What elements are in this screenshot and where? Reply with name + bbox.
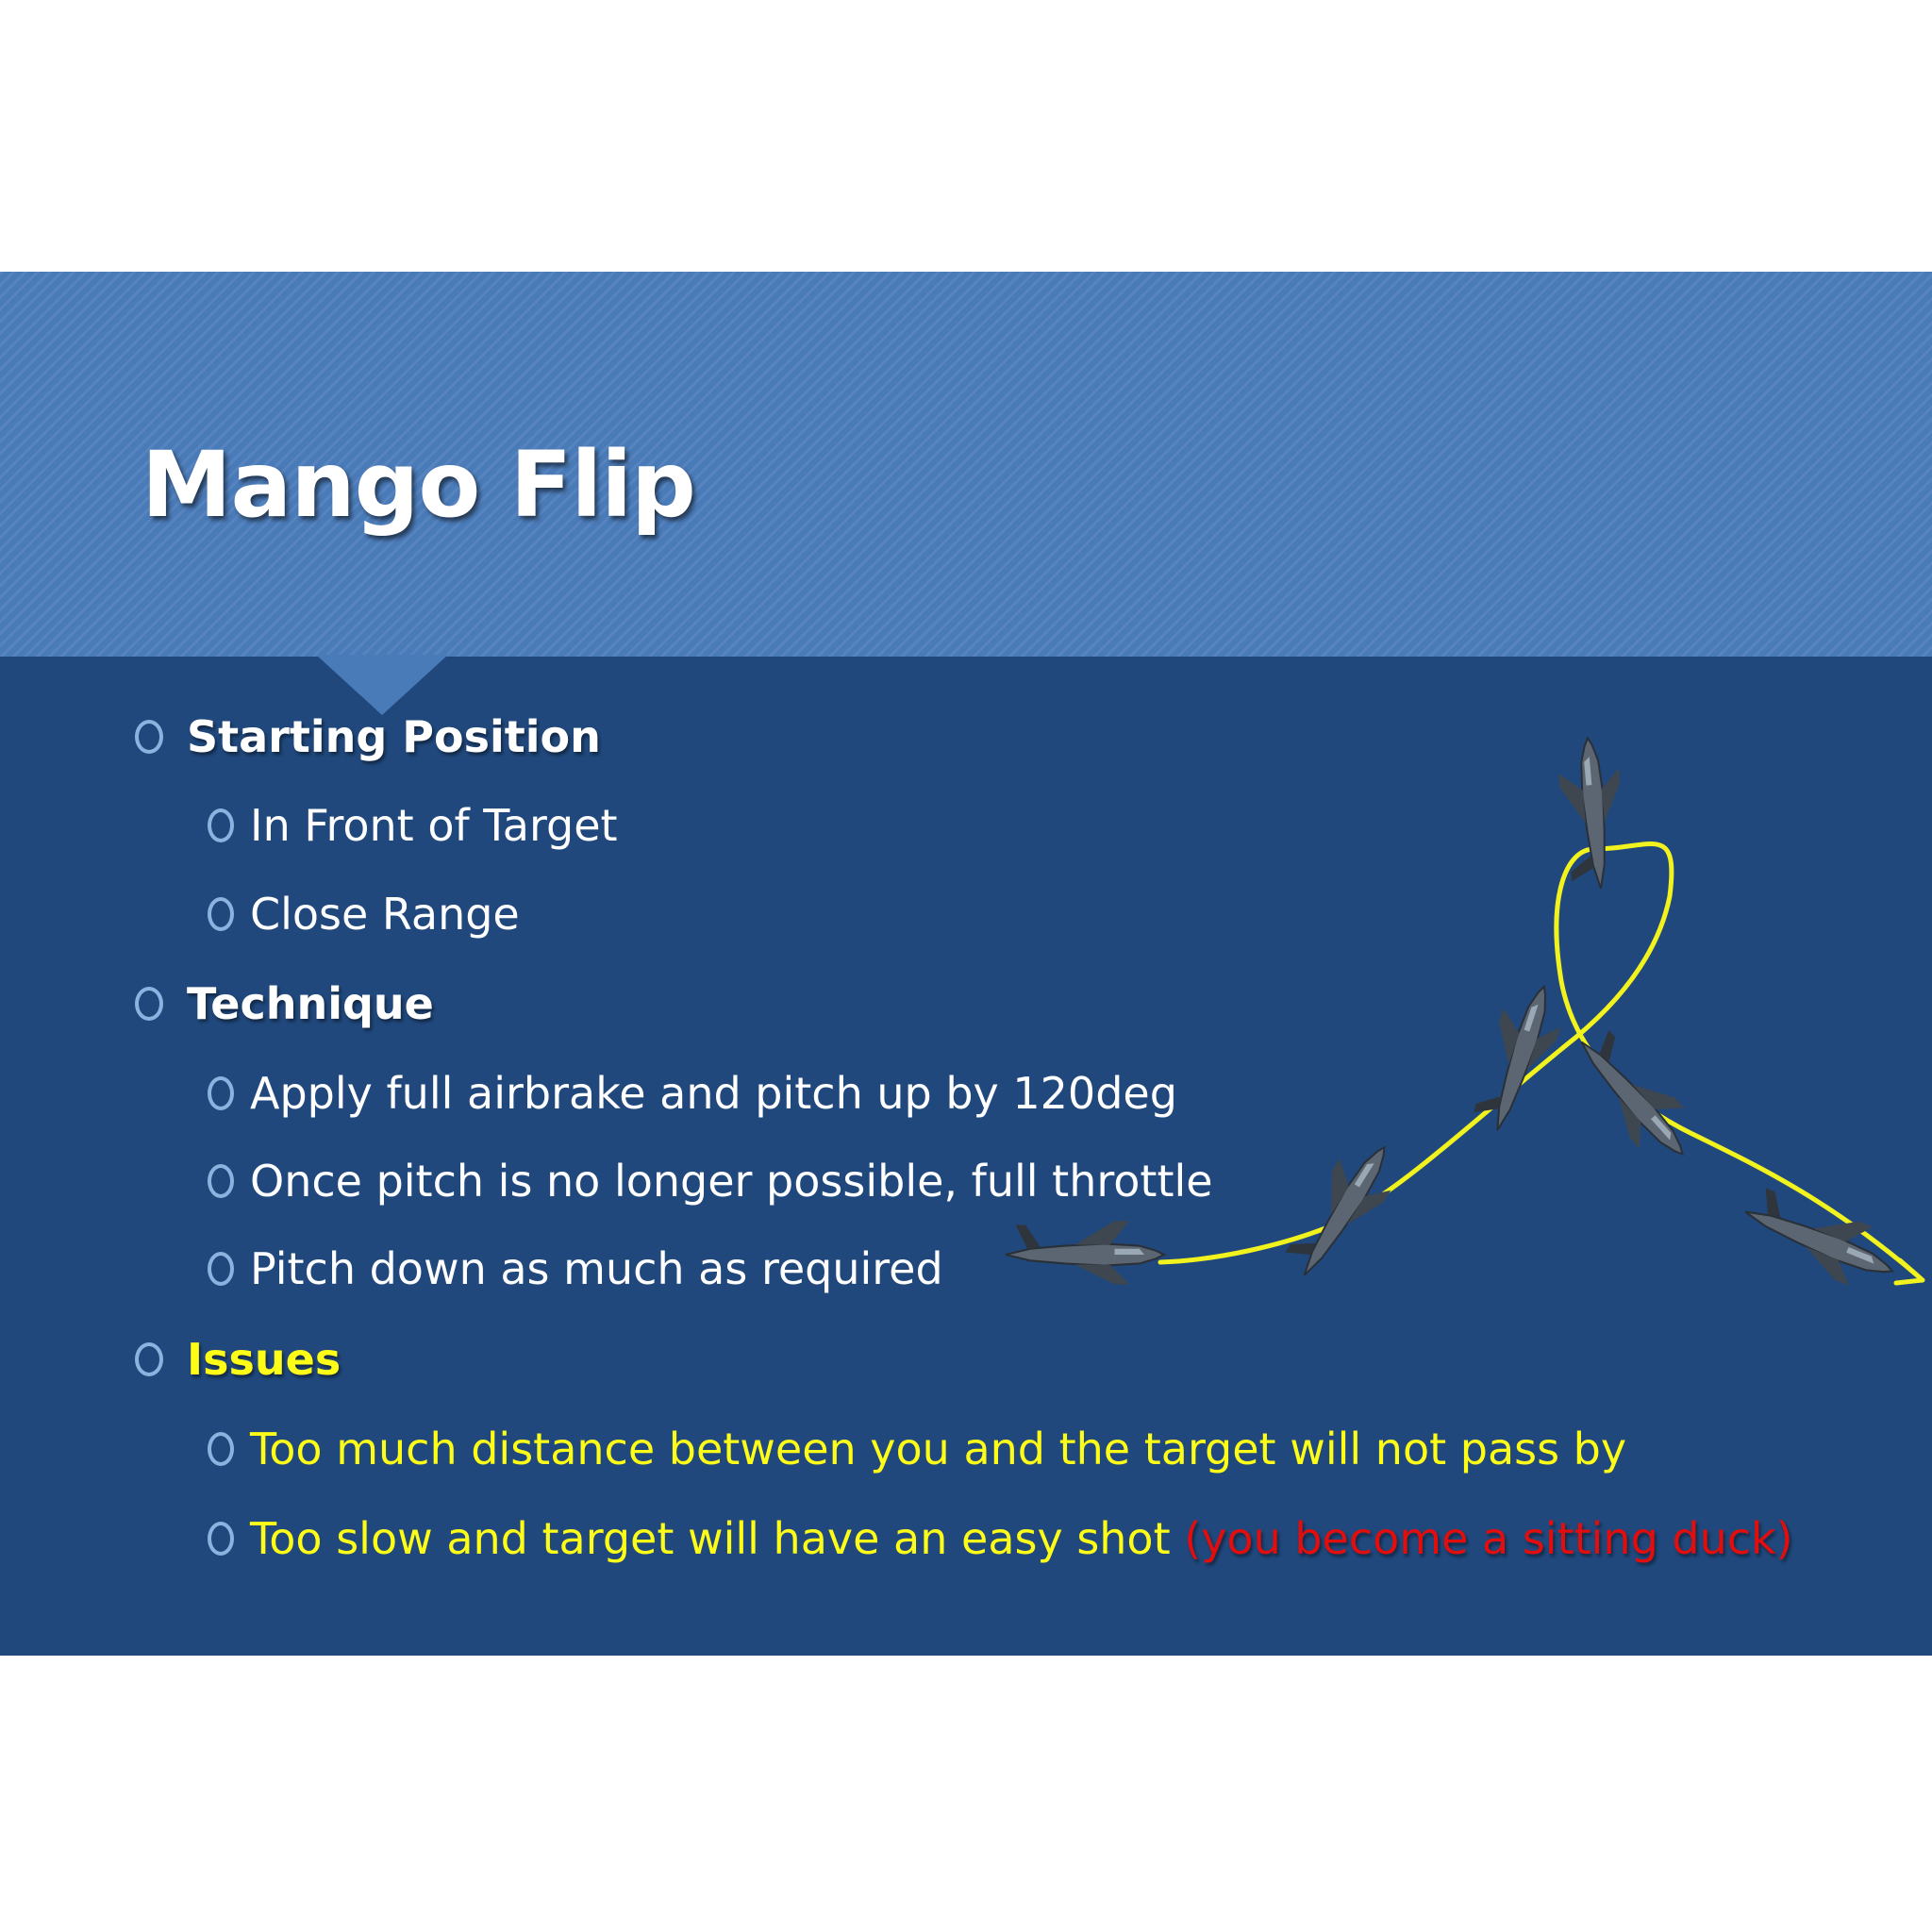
bullet-heading: Starting Position xyxy=(187,711,601,762)
bullet-text: Too much distance between you and the ta… xyxy=(250,1424,1627,1474)
fighter-jet-icon xyxy=(1733,1179,1907,1300)
bullet-circle-icon xyxy=(208,1432,234,1466)
bullet-circle-icon xyxy=(208,1164,234,1198)
bullet-heading: Technique xyxy=(187,978,434,1029)
sub-bullet-full-throttle: Once pitch is no longer possible, full t… xyxy=(208,1159,1213,1203)
bullet-circle-icon xyxy=(208,1076,234,1110)
bullet-circle-icon xyxy=(135,1342,163,1376)
slide-title: Mango Flip xyxy=(142,432,696,538)
bullet-heading: Issues xyxy=(187,1334,341,1385)
sub-bullet-pitch-down: Pitch down as much as required xyxy=(208,1247,943,1291)
bullet-issues: Issues xyxy=(135,1338,341,1381)
bullet-circle-icon xyxy=(135,720,163,754)
fighter-jet-icon xyxy=(1004,1220,1166,1286)
bullet-circle-icon xyxy=(208,1252,234,1286)
bullet-text: Apply full airbrake and pitch up by 120d… xyxy=(250,1068,1177,1119)
bullet-text: Once pitch is no longer possible, full t… xyxy=(250,1156,1213,1207)
sub-bullet-close-range: Close Range xyxy=(208,892,520,936)
fighter-jet-icon xyxy=(1559,1019,1707,1174)
bullet-circle-icon xyxy=(208,1522,234,1556)
sitting-duck-warning: (you become a sitting duck) xyxy=(1184,1513,1793,1564)
bullet-technique: Technique xyxy=(135,982,434,1025)
bullet-starting-position: Starting Position xyxy=(135,715,601,758)
fighter-jet-icon xyxy=(1275,1129,1409,1291)
sub-bullet-apply-airbrake: Apply full airbrake and pitch up by 120d… xyxy=(208,1072,1177,1115)
sub-bullet-too-slow: Too slow and target will have an easy sh… xyxy=(208,1517,1793,1560)
bullet-text: In Front of Target xyxy=(250,800,618,851)
bullet-text: Too slow and target will have an easy sh… xyxy=(250,1513,1171,1564)
mango-flip-diagram xyxy=(1004,734,1925,1300)
sub-bullet-in-front-of-target: In Front of Target xyxy=(208,804,618,847)
header-notch xyxy=(316,655,448,715)
bullet-circle-icon xyxy=(208,808,234,842)
slide: Mango Flip xyxy=(0,272,1932,1656)
bullet-text: Close Range xyxy=(250,889,520,940)
bullet-circle-icon xyxy=(135,987,163,1021)
header-band: Mango Flip xyxy=(0,272,1932,657)
bullet-circle-icon xyxy=(208,897,234,931)
bullet-text: Pitch down as much as required xyxy=(250,1243,943,1294)
flight-path-arrow-icon xyxy=(1893,1257,1925,1286)
sub-bullet-too-much-distance: Too much distance between you and the ta… xyxy=(208,1427,1626,1471)
